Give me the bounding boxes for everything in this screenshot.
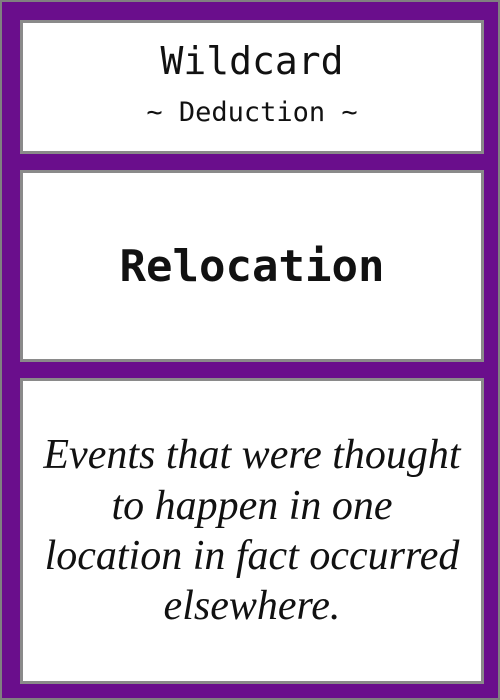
card-name-panel: Relocation — [20, 170, 484, 362]
card-title: Relocation — [119, 240, 385, 292]
card-description: Events that were thought to happen in on… — [43, 432, 461, 630]
card-type-label: Wildcard — [160, 38, 344, 83]
card-header-panel: Wildcard ~ Deduction ~ — [20, 20, 484, 154]
card-subtype-label: ~ Deduction ~ — [146, 96, 358, 128]
card-description-panel: Events that were thought to happen in on… — [20, 378, 484, 684]
